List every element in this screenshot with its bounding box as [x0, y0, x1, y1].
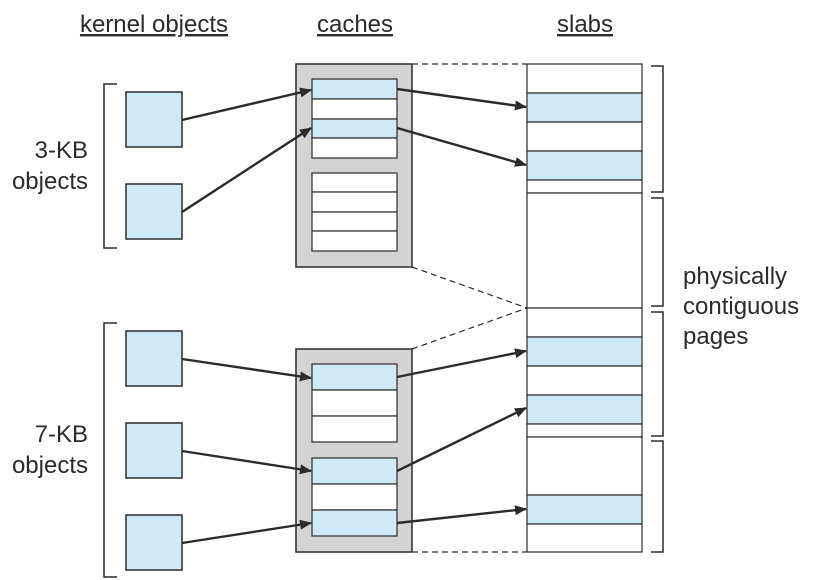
- label-7kb-size: 7-KB: [35, 421, 88, 448]
- cache-3kb-slot: [311, 230, 398, 252]
- slab-block: [526, 494, 643, 525]
- cache-7kb-slot: [311, 457, 398, 485]
- cache-3kb: [295, 63, 413, 268]
- cache-3kb-slot: [311, 137, 398, 159]
- page-bracket-2: [651, 197, 664, 307]
- cache-3kb-slot: [311, 172, 398, 193]
- label-7kb-objects: objects: [12, 452, 88, 479]
- bracket-3kb-group: [103, 83, 117, 249]
- kernel-object-7kb-2: [125, 422, 183, 479]
- header-slabs: slabs: [557, 11, 613, 38]
- slab-block: [526, 179, 643, 194]
- arrow: [396, 126, 527, 167]
- cache-7kb-slot: [311, 483, 398, 511]
- arrow: [181, 357, 312, 382]
- page-bracket-4: [651, 440, 664, 553]
- slab-block: [526, 121, 643, 152]
- slab-block: [526, 365, 643, 396]
- cache-7kb-slot: [311, 389, 398, 417]
- kernel-object-3kb-2: [125, 183, 183, 240]
- kernel-object-7kb-3: [125, 514, 183, 571]
- label-3kb-objects: objects: [12, 168, 88, 195]
- arrow: [181, 126, 312, 214]
- slab-block: [526, 423, 643, 438]
- slab-block: [526, 307, 643, 338]
- slab-block: [526, 192, 643, 309]
- slab-block: [526, 394, 643, 425]
- cache-7kb: [295, 348, 413, 553]
- arrow: [181, 519, 312, 545]
- arrow: [396, 87, 527, 111]
- slab-block: [526, 523, 643, 553]
- label-physically: physically: [683, 263, 787, 290]
- bracket-7kb-group: [103, 322, 117, 578]
- cache-3kb-slot: [311, 118, 398, 139]
- label-3kb-size: 3-KB: [35, 137, 88, 164]
- arrow: [396, 406, 527, 473]
- slab-block: [526, 150, 643, 181]
- cache-3kb-slot: [311, 98, 398, 120]
- header-kernel-objects: kernel objects: [80, 11, 228, 38]
- header-caches: caches: [317, 11, 393, 38]
- arrow: [396, 348, 527, 379]
- kernel-object-3kb-1: [125, 91, 183, 148]
- cache-3kb-slot: [311, 191, 398, 213]
- arrow: [181, 87, 312, 122]
- arrow: [396, 505, 527, 525]
- slab-column: [526, 63, 643, 553]
- arrows-objects-to-cache: [181, 87, 312, 545]
- slab-block: [526, 92, 643, 123]
- arrow: [181, 449, 312, 475]
- page-bracket-3: [651, 311, 664, 437]
- cache-3kb-slot: [311, 211, 398, 232]
- dashed-connectors: [411, 63, 528, 553]
- slab-block: [526, 336, 643, 367]
- cache-7kb-slot: [311, 415, 398, 443]
- cache-7kb-slot: [311, 363, 398, 391]
- cache-7kb-slot: [311, 509, 398, 537]
- page-bracket-1: [651, 65, 664, 193]
- kernel-object-7kb-1: [125, 330, 183, 387]
- slab-block: [526, 63, 643, 94]
- cache-3kb-slot: [311, 78, 398, 100]
- slab-block: [526, 436, 643, 496]
- arrows-cache-to-slabs: [396, 87, 527, 525]
- label-pages: pages: [683, 323, 748, 350]
- label-contiguous: contiguous: [683, 293, 799, 320]
